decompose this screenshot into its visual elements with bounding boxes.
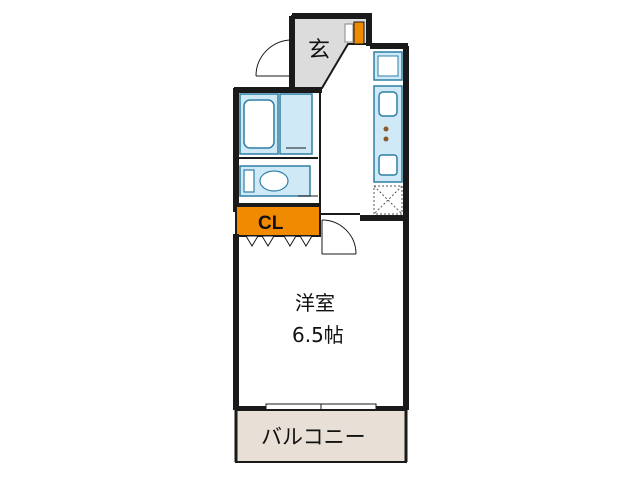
toilet-icon [239, 165, 311, 197]
balcony-label: バルコニー [261, 425, 366, 449]
closet-label: CL [258, 213, 284, 234]
bathroom-block [233, 87, 322, 212]
western-room: 洋室 6.5帖 [233, 215, 409, 411]
western-room-size: 6.5帖 [292, 323, 344, 347]
room-door-icon [320, 213, 360, 255]
balcony: バルコニー [234, 409, 408, 463]
shoe-cabinet-icon [353, 21, 365, 45]
kitchen-counter [373, 85, 403, 183]
closet: CL [235, 205, 321, 247]
western-room-label: 洋室 [295, 291, 335, 315]
kitchen-walls [319, 43, 409, 220]
door-swing-icon [255, 39, 293, 77]
genkan-label: 玄 [308, 38, 330, 63]
washing-machine-icon [373, 185, 403, 215]
sink-icon [378, 91, 398, 117]
stove-icon [383, 126, 389, 142]
genkan-area: 玄 [289, 13, 372, 89]
